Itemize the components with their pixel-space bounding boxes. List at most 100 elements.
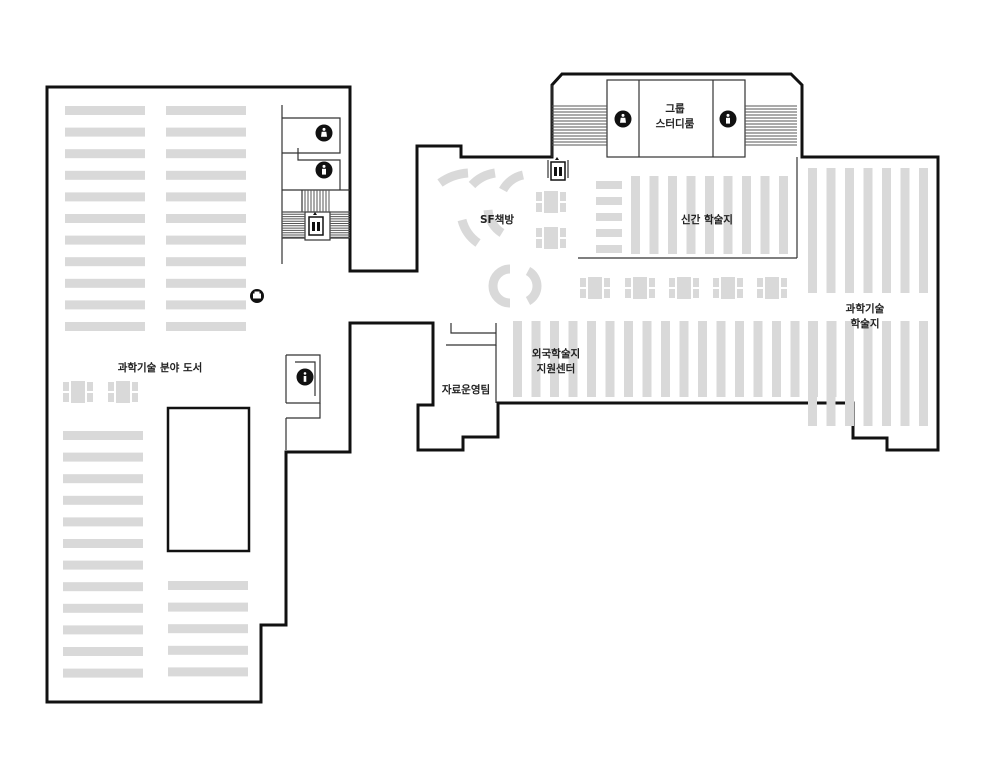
shelf [661,321,670,397]
shelf [65,149,145,159]
sf-room-round-shelves [437,168,542,308]
atrium-block [166,406,251,553]
shelf [772,321,781,397]
shelf [65,235,145,245]
shelf [568,321,578,397]
chair [560,239,566,248]
chair [87,393,93,402]
chair [604,289,610,298]
chair [649,278,655,287]
left-wing-wall [45,72,940,704]
shelf [679,321,689,397]
label-science-journals-2: 학술지 [851,317,880,330]
shelf [550,321,559,397]
shelf [809,321,818,397]
shelf [168,624,248,634]
shelf [723,176,733,254]
chair [625,289,631,298]
shelf [900,168,910,293]
label-sf-room: SF책방 [480,213,514,226]
shelf [168,602,248,612]
shelf [742,176,751,254]
stairs-top [552,105,797,146]
chair [625,278,631,287]
shelf [513,321,522,397]
shelf [166,257,246,267]
restroom-icon [614,110,632,128]
shelf [698,321,707,397]
shelf [587,321,596,397]
shelf [63,603,143,613]
shelf [624,321,633,397]
shelf [63,539,143,548]
shelf [649,176,659,254]
shelf [63,560,143,570]
printer-icon [250,289,264,303]
shelf [166,278,246,288]
shelf [826,168,836,293]
shelf [168,581,248,590]
shelf [65,214,145,223]
shelf [166,106,246,115]
chair [87,382,93,391]
restroom-icon [315,161,333,179]
shelf [596,229,622,237]
table [721,277,735,299]
table [544,191,558,213]
shelf [63,625,143,635]
group-study-structure [547,79,798,258]
shelf [63,474,143,484]
shelf [753,321,763,397]
shelf [63,668,143,678]
shelf [845,321,854,426]
shelf [882,168,891,293]
shelf [642,321,652,397]
table [765,277,779,299]
chair [536,203,542,212]
table [633,277,647,299]
chair [669,289,675,298]
shelf [166,149,246,159]
chair [693,278,699,287]
shelf [63,582,143,592]
shelf [735,321,744,397]
restroom-icon [719,110,737,128]
chair [108,382,114,391]
shelf [65,127,145,137]
label-group-study-2: 스터디룸 [656,117,695,130]
shelf [596,181,622,189]
lower-left-service-core [285,354,321,450]
chair [580,278,586,287]
chair [63,382,69,391]
data-team-partition [446,257,797,403]
shelf [596,245,622,253]
shelf [596,213,622,221]
chair [669,278,675,287]
label-data-operations: 자료운영팀 [442,383,490,396]
shelf [166,214,246,223]
elevator-icon [308,212,324,236]
chair [693,289,699,298]
label-group-study-1: 그룹 [665,103,685,115]
chair [604,278,610,287]
chair [649,289,655,298]
shelf [63,431,143,440]
chair [737,289,743,298]
shelf [760,176,770,254]
shelf [63,517,143,527]
shelf [790,321,800,397]
shelf [166,300,246,310]
table [677,277,691,299]
chair [536,239,542,248]
shelf [845,168,854,293]
chair [132,393,138,402]
chair [132,382,138,391]
restroom-icon [315,124,333,142]
label-foreign-center-1: 외국학술지 [532,347,580,360]
label-science-journals-1: 과학기술 [846,302,885,315]
shelf [65,257,145,267]
shelf [686,176,696,254]
chair [713,289,719,298]
label-foreign-center-2: 지원센터 [537,362,576,375]
